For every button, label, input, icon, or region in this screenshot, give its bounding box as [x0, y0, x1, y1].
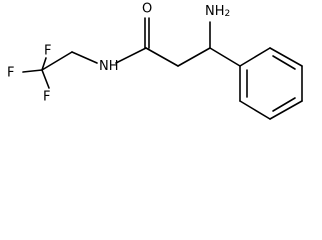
- ring-bond-4: [269, 100, 303, 120]
- atom-fluorine-left: F: [7, 66, 14, 81]
- bond-carbonyl-ch2: [145, 47, 179, 67]
- ring-bond-2: [269, 47, 303, 67]
- bond-cf3-ftop: [41, 57, 47, 71]
- molecule-diagram: F F F NH O NH2: [7, 2, 303, 120]
- ring-inner-bond-1: [272, 55, 296, 70]
- amine-hydrogen-symbol: H: [215, 4, 225, 19]
- bond-cf3-fleft: [22, 69, 43, 73]
- atom-amide-nitrogen: NH: [99, 59, 119, 74]
- bond-ch2-chiral: [177, 47, 211, 67]
- bond-cf3-ch2: [41, 51, 73, 71]
- atom-fluorine-top: F: [44, 44, 51, 59]
- ring-bond-5: [239, 100, 271, 120]
- bond-nh-carbonyl: [115, 47, 147, 64]
- bond-ch2-nh: [71, 51, 98, 64]
- amide-nitrogen-symbol: N: [99, 59, 109, 74]
- amine-hydrogen-count: 2: [225, 9, 231, 19]
- atom-amine-nitrogen: NH2: [205, 4, 230, 20]
- atom-fluorine-bottom: F: [43, 90, 50, 105]
- amine-nitrogen-symbol: N: [205, 4, 215, 19]
- bond-cf3-fbottom: [41, 69, 50, 89]
- ring-bond-1: [239, 47, 271, 67]
- atom-carbonyl-oxygen: O: [142, 2, 152, 17]
- amide-nitrogen-hydrogen: H: [109, 59, 119, 74]
- bond-chiral-phenyl: [209, 47, 241, 67]
- ring-inner-bond-2: [272, 97, 296, 112]
